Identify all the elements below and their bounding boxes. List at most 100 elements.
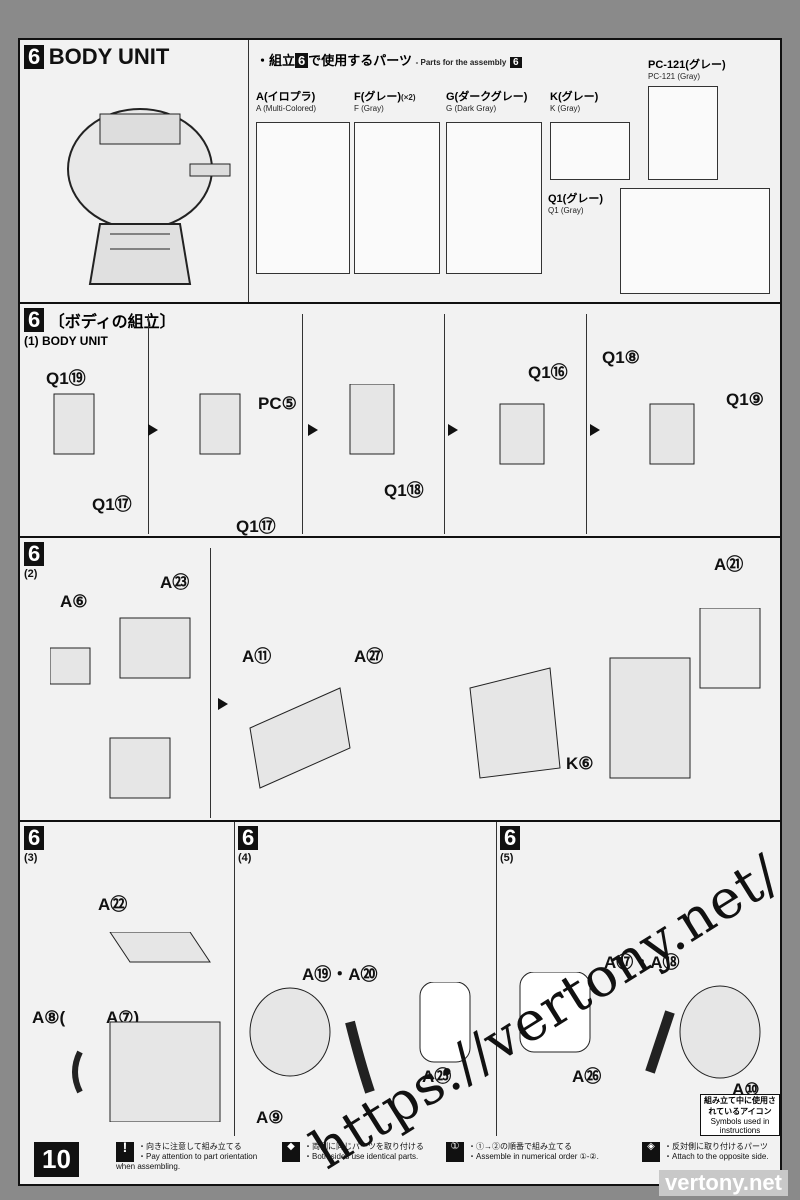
both-sides-icon: ◆ <box>282 1142 300 1162</box>
part-label: A㉖ <box>572 1067 602 1086</box>
parts-title-jp2: で使用するパーツ <box>308 53 412 68</box>
part-label: A⑨ <box>256 1108 284 1127</box>
step-sub-number: (5) <box>500 852 514 864</box>
step-number: 6 <box>24 542 45 566</box>
runner-g-label: G(ダークグレー) G (Dark Gray) <box>446 88 527 113</box>
part-label: A⑲・A⑳ <box>302 965 378 984</box>
part-label: K⑥ <box>566 754 594 773</box>
part-label: Q1⑲ <box>46 369 86 388</box>
runner-code: A(イロプラ) <box>256 91 316 103</box>
step-number: 6 <box>238 826 259 850</box>
step-title-jp: 〔ボディの組立〕 <box>48 314 176 331</box>
section-number: 6 <box>24 45 45 69</box>
step-5-illustration <box>519 972 761 1079</box>
divider <box>248 40 249 302</box>
runner-k-diagram <box>550 122 630 180</box>
caution-icon: ! <box>116 1140 134 1162</box>
section-title: BODY UNIT <box>48 44 170 69</box>
site-logo: vertony.net <box>659 1170 788 1196</box>
divider <box>148 314 149 534</box>
step-number: 6 <box>500 826 521 850</box>
parts-title-en: - Parts for the assembly <box>415 58 507 67</box>
icons-box: 組み立て中に使用されているアイコン Symbols used in instru… <box>700 1094 780 1136</box>
part-label: Q1⑯ <box>528 363 568 382</box>
legend-bar: ! ・向きに注意して組み立てる ・Pay attention to part o… <box>20 1138 780 1184</box>
part-label: Q1⑨ <box>726 390 764 409</box>
part-label: A㉒ <box>98 895 128 914</box>
runner-code: K(グレー) <box>550 91 599 103</box>
step-sub-number: (1) <box>24 334 39 348</box>
legend-en: ・Pay attention to part orientation when … <box>116 1152 258 1171</box>
step-3-heading: 6 <box>24 826 45 850</box>
runner-sub: PC-121 (Gray) <box>648 72 701 81</box>
runner-q1-label: Q1(グレー) Q1 (Gray) <box>548 190 603 215</box>
runner-sub: K (Gray) <box>550 104 581 113</box>
runner-code: Q1(グレー) <box>548 193 603 205</box>
step-2-heading: 6 <box>24 542 45 566</box>
step-1-section: 6 〔ボディの組立〕 (1) BODY UNIT Q1⑲ Q1⑰ PC⑤ Q1⑰… <box>20 304 780 538</box>
runner-pc-label: PC-121(グレー) PC-121 (Gray) <box>648 56 726 81</box>
step-number: 6 <box>24 826 45 850</box>
legend-item: ! ・向きに注意して組み立てる ・Pay attention to part o… <box>116 1140 266 1172</box>
step-3-illustration <box>72 932 221 1122</box>
step-2-illustration <box>50 608 761 799</box>
step-2-section: 6 (2) A⑥ A㉓ A⑪ A㉗ A㉑ K⑥ <box>20 538 780 822</box>
runner-f-label: F(グレー)(×2) F (Gray) <box>354 88 416 113</box>
part-label: Q1⑧ <box>602 348 640 367</box>
section-heading: 6 BODY UNIT <box>24 44 169 70</box>
part-label: A㉑ <box>714 555 744 574</box>
part-label: A㉕ <box>422 1067 452 1086</box>
runner-f-diagram <box>354 122 440 274</box>
part-label: A㉗ <box>354 647 384 666</box>
divider <box>496 822 497 1136</box>
step-4-illustration <box>249 982 471 1094</box>
divider <box>234 822 235 1136</box>
part-label: Q1⑰ <box>236 517 276 536</box>
legend-jp: ・反対側に取り付けるパーツ <box>664 1142 768 1151</box>
parts-title-jp: ・組立 <box>256 53 296 68</box>
opposite-side-icon: ◈ <box>642 1142 660 1162</box>
icons-box-jp: 組み立て中に使用されているアイコン <box>704 1096 776 1116</box>
step-1-subheading: (1) BODY UNIT <box>24 334 108 348</box>
runner-a-label: A(イロプラ) A (Multi-Colored) <box>256 88 316 113</box>
step-sub-number: (2) <box>24 568 38 580</box>
parts-num-badge: 6 <box>295 53 309 68</box>
body-unit-illustration <box>67 108 231 285</box>
part-label: A⑧( <box>32 1008 66 1027</box>
runner-sub: A (Multi-Colored) <box>256 104 317 113</box>
part-label: Q1⑱ <box>384 481 424 500</box>
divider <box>210 548 211 818</box>
step-sub-number: (4) <box>238 852 252 864</box>
runner-code: F(グレー) <box>354 91 402 103</box>
step-sub-number: (3) <box>24 852 38 864</box>
step-4-heading: 6 <box>238 826 259 850</box>
part-label: A⑥ <box>60 592 88 611</box>
divider <box>302 314 303 534</box>
order-icon: ① <box>446 1142 464 1162</box>
divider <box>444 314 445 534</box>
runner-g-diagram <box>446 122 542 274</box>
runner-sub: F (Gray) <box>354 104 384 113</box>
runner-pc-diagram <box>648 86 718 180</box>
legend-en: ・Both sides use identical parts. <box>304 1152 419 1161</box>
runner-mult: (×2) <box>401 93 416 102</box>
runner-sub: G (Dark Gray) <box>446 104 497 113</box>
runner-code: PC-121(グレー) <box>648 59 726 71</box>
runner-q1-diagram <box>620 188 770 294</box>
divider <box>586 314 587 534</box>
legend-item: ① ・①→②の順番で組み立てる ・Assemble in numerical o… <box>446 1142 626 1162</box>
legend-item: ◈ ・反対側に取り付けるパーツ ・Attach to the opposite … <box>642 1142 778 1162</box>
part-label: A⑪ <box>242 647 272 666</box>
legend-en: ・Assemble in numerical order ①-②. <box>468 1152 599 1161</box>
runner-k-label: K(グレー) K (Gray) <box>550 88 598 113</box>
part-label: A㉓ <box>160 573 190 592</box>
part-label: Q1⑰ <box>92 495 132 514</box>
step-1-illustration <box>53 384 695 465</box>
runner-sub: Q1 (Gray) <box>548 206 584 215</box>
page-number: 10 <box>34 1142 79 1177</box>
step-title-en: BODY UNIT <box>42 334 108 348</box>
parts-num-badge2: 6 <box>509 57 522 68</box>
